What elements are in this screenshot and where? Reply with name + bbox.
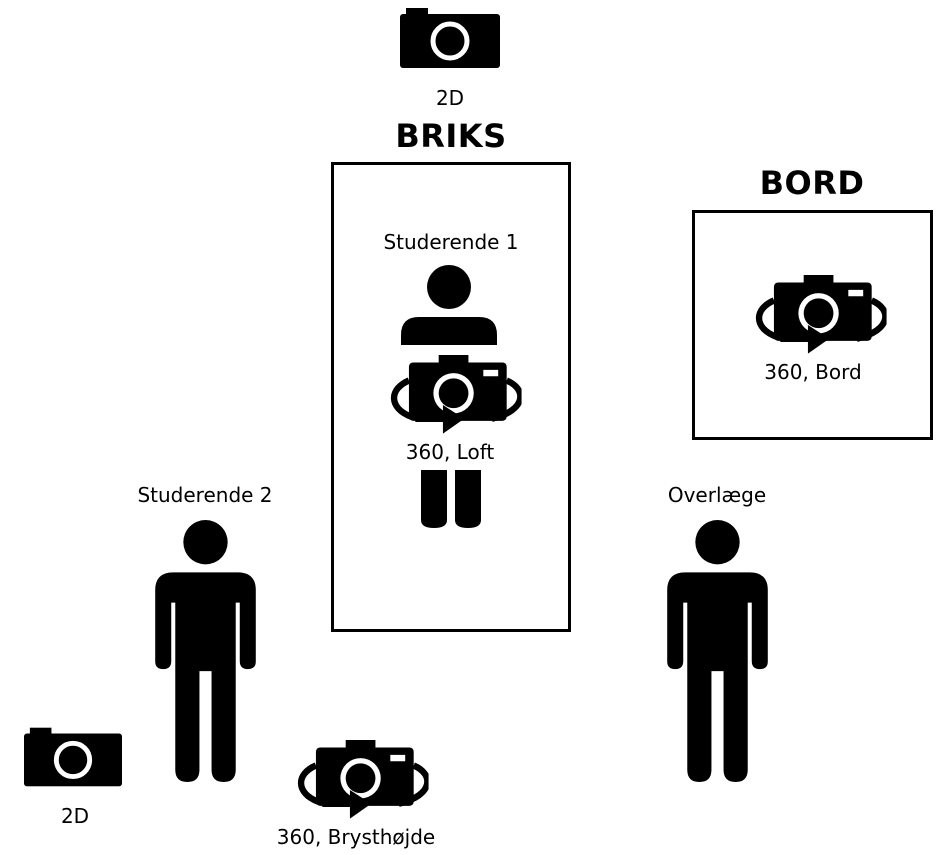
person-bust-icon	[397, 265, 501, 345]
studerende-2-label: Studerende 2	[137, 483, 273, 507]
bord-zone	[692, 210, 933, 440]
camera-360-icon	[740, 275, 895, 360]
person-icon	[155, 520, 256, 782]
briks-title: BRIKS	[395, 117, 507, 155]
corner-2d-camera-label: 2D	[60, 804, 90, 828]
overlaege-label: Overlæge	[667, 483, 767, 507]
camera-2d-icon	[400, 8, 500, 68]
bord-title: BORD	[759, 164, 865, 202]
top-2d-camera-label: 2D	[435, 86, 465, 110]
brysthojde-360-camera-label: 360, Brysthøjde	[276, 825, 436, 849]
camera-2d-icon	[24, 726, 122, 788]
person-icon	[667, 520, 768, 782]
person-legs-icon	[421, 470, 481, 528]
camera-360-icon	[282, 740, 437, 825]
briks-zone	[331, 162, 571, 632]
bord-360-camera-label: 360, Bord	[764, 360, 862, 384]
camera-360-icon	[375, 355, 530, 440]
studerende-1-label: Studerende 1	[383, 230, 519, 254]
loft-360-camera-label: 360, Loft	[405, 440, 495, 464]
